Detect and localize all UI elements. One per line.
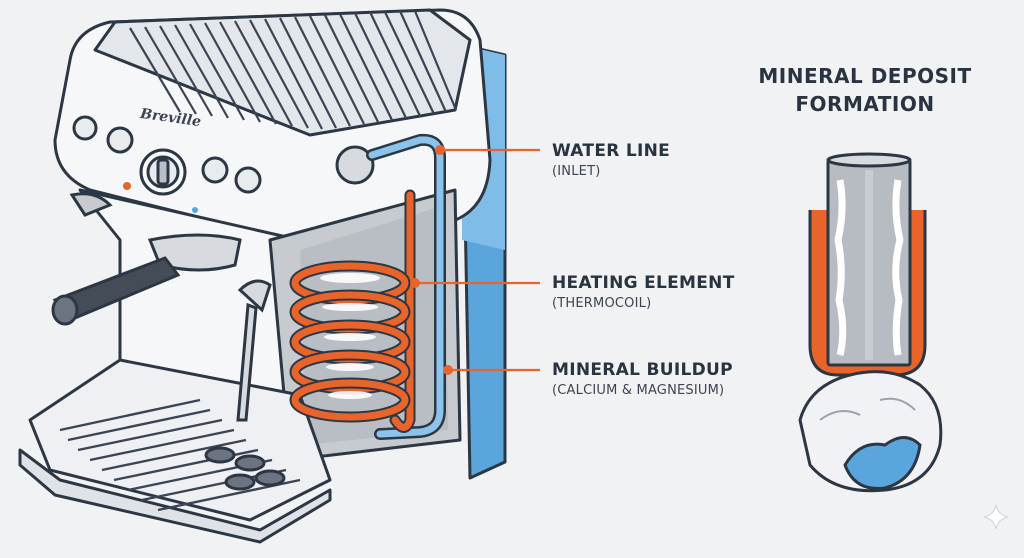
heating-element-coil <box>289 189 416 433</box>
callout-title: MINERAL BUILDUP <box>552 360 733 380</box>
control-buttons <box>72 115 375 196</box>
leader-dots <box>410 145 453 375</box>
panel-title-line: FORMATION <box>795 92 935 116</box>
indicator-light <box>123 182 131 190</box>
callout-heating-element: HEATING ELEMENT (THERMOCOIL) <box>552 273 735 313</box>
callout-subtitle: (INLET) <box>552 164 601 179</box>
deposit-right <box>892 179 904 356</box>
callout-mineral-buildup: MINERAL BUILDUP (CALCIUM & MAGNESIUM) <box>552 360 733 400</box>
sparkle-icon <box>983 504 1009 530</box>
callout-subtitle: (CALCIUM & MAGNESIUM) <box>552 383 725 398</box>
panel-title: MINERAL DEPOSIT FORMATION <box>740 62 990 118</box>
callout-title: HEATING ELEMENT <box>552 273 735 293</box>
callout-title: WATER LINE <box>552 141 671 161</box>
callout-subtitle: (THERMOCOIL) <box>552 296 652 311</box>
deposit-left <box>834 179 847 356</box>
panel-title-line: MINERAL DEPOSIT <box>758 64 972 88</box>
steam-wand <box>236 279 272 422</box>
mineral-deposit-chunk <box>798 370 943 493</box>
portafilter <box>51 192 242 326</box>
indicator-light <box>192 207 198 213</box>
leader-lines <box>415 148 540 372</box>
machine-body <box>18 8 507 544</box>
pipe-cross-section <box>808 152 927 377</box>
callout-water-line: WATER LINE (INLET) <box>552 141 670 181</box>
mineral-buildup-marks <box>320 273 380 399</box>
